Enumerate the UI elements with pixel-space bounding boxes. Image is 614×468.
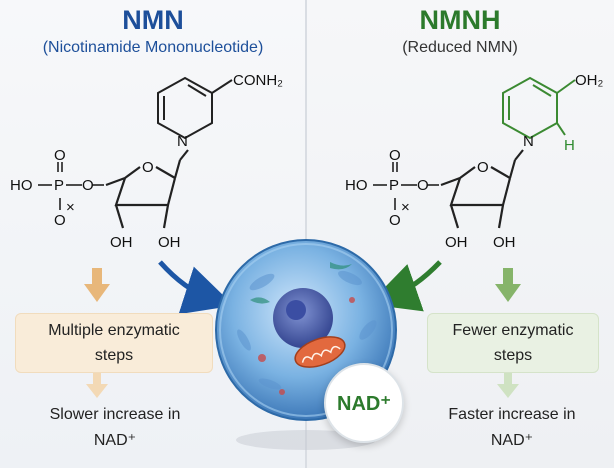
nmn-phosphate xyxy=(38,162,104,210)
nmnh-ester-oxygen: O xyxy=(417,177,429,194)
nmn-title: NMN xyxy=(122,5,184,35)
nad-label: NAD⁺ xyxy=(337,392,391,415)
right-down-arrow-top xyxy=(495,268,521,302)
nmnh-to-cell-arrow xyxy=(368,260,442,312)
mitochondrion xyxy=(294,336,346,368)
nmnh-enzymatic-steps-box: Fewer enzymatic steps xyxy=(427,313,599,373)
nmn-ring-nitrogen: N xyxy=(177,133,188,150)
nmn-ho-label: HO xyxy=(10,177,33,194)
nmnh-ho-label: HO xyxy=(345,177,368,194)
nmnh-outcome-text: Faster increase in NAD⁺ xyxy=(448,406,576,449)
nmn-cross-mark: × xyxy=(66,199,75,216)
nmn-conh2-label: CONH₂ xyxy=(233,72,283,89)
nmnh-ribose-ring xyxy=(440,149,524,229)
nmn-enzymatic-steps-box: Multiple enzymatic steps xyxy=(15,313,213,373)
nmn-enzymatic-steps-text: Multiple enzymatic steps xyxy=(48,322,180,364)
nmn-phosphate-oxygen-bottom: O xyxy=(54,212,66,229)
nmn-p-label: P xyxy=(54,177,64,194)
nmn-outcome-text: Slower increase in NAD⁺ xyxy=(49,406,181,449)
nmnh-title: NMNH xyxy=(419,5,501,35)
left-down-arrow-top xyxy=(84,268,110,302)
right-down-arrow-bottom xyxy=(497,373,519,398)
nmnh-oh2-label: OH₂ xyxy=(575,72,604,89)
nmn-oh-right: OH xyxy=(158,234,181,251)
nmnh-cross-mark: × xyxy=(401,199,410,216)
nmnh-ring-hydrogen: H xyxy=(564,137,575,154)
panel-divider xyxy=(305,0,307,468)
nmnh-pyridine-ring xyxy=(502,76,576,140)
nmn-to-cell-arrow xyxy=(158,260,234,315)
nmnh-phosphate-oxygen-bottom: O xyxy=(389,212,401,229)
cell-illustration xyxy=(215,239,397,421)
nmnh-phosphate-oxygen-top: O xyxy=(389,147,401,164)
nmnh-oh-right: OH xyxy=(493,234,516,251)
nmn-ester-oxygen: O xyxy=(82,177,94,194)
nmnh-p-label: P xyxy=(389,177,399,194)
nmnh-phosphate xyxy=(373,162,439,210)
nmn-oh-left: OH xyxy=(110,234,133,251)
nmn-ribose-oxygen: O xyxy=(142,159,154,176)
left-down-arrow-bottom xyxy=(86,373,108,398)
nmn-subtitle: (Nicotinamide Mononucleotide) xyxy=(42,39,264,56)
nmnh-ring-nitrogen: N xyxy=(523,133,534,150)
nmnh-oh-left: OH xyxy=(445,234,468,251)
nmnh-subtitle: (Reduced NMN) xyxy=(402,39,518,56)
nad-badge: NAD⁺ xyxy=(324,363,404,443)
nmnh-outcome: Faster increase in NAD⁺ xyxy=(427,402,597,454)
nmn-outcome: Slower increase in NAD⁺ xyxy=(20,402,210,454)
nmnh-enzymatic-steps-text: Fewer enzymatic steps xyxy=(452,322,574,364)
nmn-ribose-ring xyxy=(105,149,189,229)
nmn-phosphate-oxygen-top: O xyxy=(54,147,66,164)
nmn-pyridine-ring xyxy=(157,76,233,140)
nmnh-ribose-oxygen: O xyxy=(477,159,489,176)
